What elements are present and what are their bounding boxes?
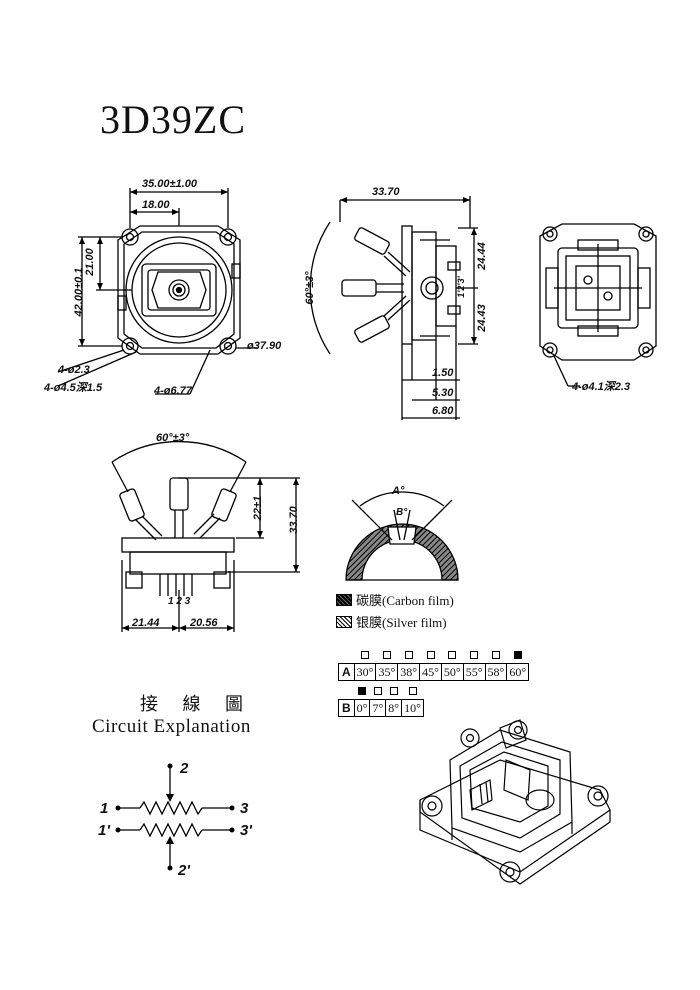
dim-front-half: 18.00 bbox=[142, 199, 170, 211]
dim-side-top: 33.70 bbox=[372, 186, 400, 198]
pin-1-prime: 1' bbox=[98, 822, 110, 839]
silver-swatch bbox=[336, 615, 352, 628]
carbon-swatch bbox=[336, 593, 352, 606]
angle-a-cell: 38° bbox=[397, 663, 421, 681]
dim-side-b: 5.30 bbox=[432, 387, 454, 399]
legend-carbon-label: 碳膜(Carbon film) bbox=[356, 593, 454, 608]
dim-front-width: 35.00±1.00 bbox=[142, 178, 197, 190]
circuit-title-en: Circuit Explanation bbox=[92, 716, 251, 737]
angle-a-cell: 55° bbox=[462, 663, 486, 681]
angle-a-cell: 45° bbox=[419, 663, 442, 681]
angle-a-marker bbox=[470, 651, 479, 659]
dim-hole-counterbore: 4-ø4.5深1.5 bbox=[44, 382, 103, 394]
pin-2-prime: 2' bbox=[178, 862, 190, 879]
pin-1: 1 bbox=[100, 800, 109, 817]
angle-a-marker bbox=[361, 651, 370, 659]
angle-a-marker bbox=[404, 651, 413, 659]
dim-diameter: ø37.90 bbox=[247, 340, 282, 352]
lower-pin-label: 1 2 3 bbox=[168, 596, 191, 607]
circuit-title-cn: 接 線 圖 bbox=[140, 694, 253, 714]
angle-a-marker bbox=[448, 651, 457, 659]
drawing-title: 3D39ZC bbox=[100, 97, 246, 142]
angle-b-marker bbox=[408, 687, 417, 695]
angle-b-cell: 10° bbox=[401, 699, 424, 717]
angle-a-cell: 50° bbox=[440, 663, 464, 681]
dim-side-c: 6.80 bbox=[432, 405, 454, 417]
angle-b-marker bbox=[389, 687, 398, 695]
legend-silver-label: 银膜(Silver film) bbox=[356, 615, 447, 630]
angle-a-cell: 58° bbox=[484, 663, 508, 681]
angle-a-cell: 35° bbox=[375, 663, 399, 681]
dim-side-a: 1.50 bbox=[432, 367, 454, 379]
dim-hole-large: 4-ø6.77 bbox=[154, 385, 192, 397]
pin-3-prime: 3' bbox=[240, 822, 252, 839]
arc-label-a: A° bbox=[392, 485, 405, 497]
angle-a-marker bbox=[513, 651, 522, 659]
dim-lower-right: 20.56 bbox=[190, 617, 218, 629]
legend-silver: 银膜(Silver film) bbox=[336, 612, 447, 631]
angle-a-cell: 30° bbox=[353, 663, 377, 681]
dim-hole-small: 4-ø2.3 bbox=[58, 364, 90, 376]
dim-back-hole: 4-ø4.1深2.3 bbox=[572, 381, 631, 393]
angle-a-marker bbox=[491, 651, 500, 659]
dim-lower-left: 21.44 bbox=[132, 617, 160, 629]
angle-a-cell: 60° bbox=[506, 663, 530, 681]
legend-carbon: 碳膜(Carbon film) bbox=[336, 590, 454, 609]
arc-label-b: B° bbox=[396, 507, 408, 518]
angle-a-marker bbox=[426, 651, 435, 659]
angle-a-marker bbox=[382, 651, 391, 659]
dim-lower-angle: 60°±3° bbox=[156, 432, 190, 444]
pin-3: 3 bbox=[240, 800, 249, 817]
angle-b-cell: 0° bbox=[353, 699, 371, 717]
angle-b-marker bbox=[373, 687, 382, 695]
pin-2: 2 bbox=[180, 760, 189, 777]
angle-b-marker bbox=[358, 687, 367, 695]
